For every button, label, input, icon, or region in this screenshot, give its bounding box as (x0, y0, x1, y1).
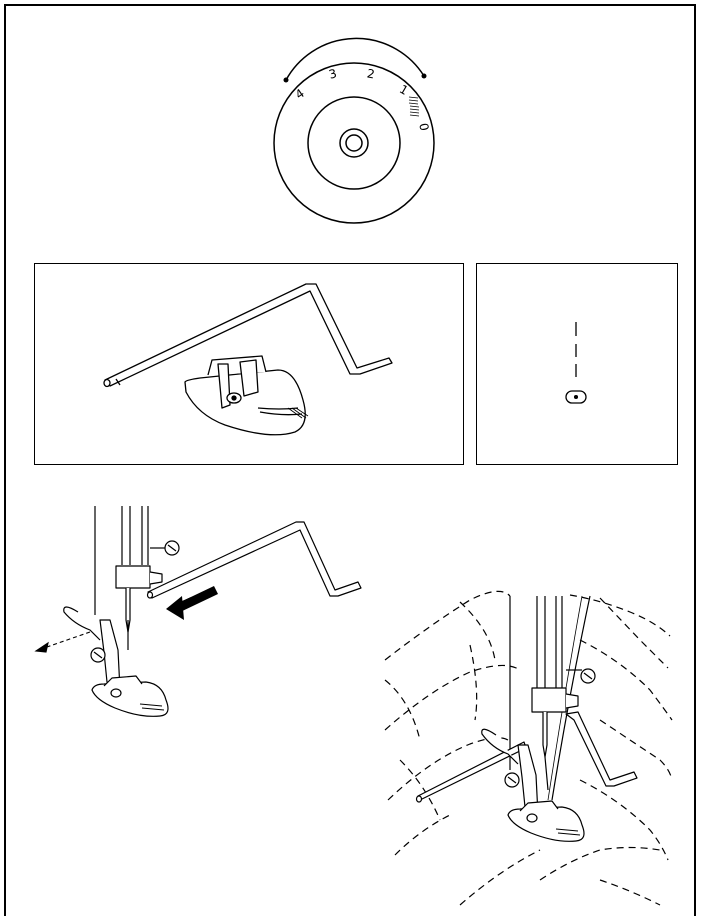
feed-direction-arrow-icon (34, 631, 91, 653)
stitch-indicator-panel (476, 263, 678, 465)
dial-mid-ring (307, 96, 401, 190)
stitch-indicator-icon (565, 322, 587, 404)
dial-fine-scale (408, 96, 420, 117)
quilt-stitch-lines (384, 590, 673, 906)
insert-arrow-head (166, 596, 184, 620)
page-frame (4, 4, 696, 916)
dial-hub-inner (345, 134, 363, 152)
insert-arrow-body (172, 586, 218, 614)
machine-left-icon (63, 506, 362, 717)
dial-range-arc (285, 37, 425, 81)
arc-end-dot (283, 77, 289, 83)
dial-hub-outer (339, 128, 369, 158)
quilting-guide-bar-icon (103, 283, 393, 388)
dial-outer-ring (273, 62, 435, 224)
machine-right-icon (415, 595, 638, 842)
arc-end-dot (421, 73, 427, 79)
presser-foot-icon (184, 355, 309, 436)
